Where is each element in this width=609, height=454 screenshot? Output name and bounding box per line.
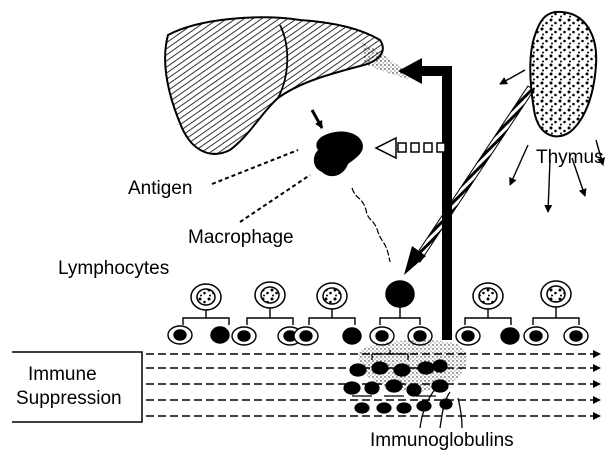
thymus-label: Thymus (536, 147, 604, 168)
lymphocyte-branches (183, 307, 579, 325)
liver-to-macrophage-arrow (312, 110, 322, 128)
immune-suppression-label-line1: Immune (28, 364, 97, 385)
macrophage-to-lymphocyte-path (352, 188, 390, 262)
thymus-illustration (530, 12, 596, 136)
macrophage-cell (314, 131, 363, 176)
lymphocyte-row (191, 281, 571, 310)
antigen-label: Antigen (128, 178, 192, 199)
thymus-signal-arrow (376, 138, 445, 158)
daughter-cells (168, 326, 588, 345)
activated-lymphocyte (386, 281, 414, 307)
liver-illustration (165, 17, 410, 154)
thymus-to-lymphocyte-arrow (404, 86, 534, 275)
lymphocyte (255, 282, 285, 308)
macrophage-label: Macrophage (188, 227, 294, 248)
antigen-leader-line (212, 150, 298, 184)
lymphocytes-label: Lymphocytes (58, 258, 169, 279)
immune-suppression-label-line2: Suppression (16, 388, 122, 409)
lymphocyte (473, 283, 503, 309)
immune-suppression-box (12, 352, 142, 422)
macrophage-leader-line (240, 175, 310, 222)
lymphocyte (191, 284, 221, 310)
lymphocyte (541, 281, 571, 307)
immunoglobulins-label: Immunoglobulins (370, 430, 514, 451)
lymphocyte (317, 283, 347, 309)
